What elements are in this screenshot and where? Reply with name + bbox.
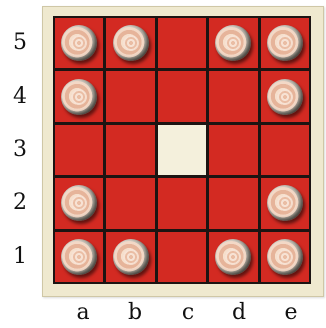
board-square-c1[interactable] xyxy=(158,232,206,282)
board-square-d4[interactable] xyxy=(209,71,257,121)
board-square-a1[interactable] xyxy=(55,232,103,282)
board-square-a4[interactable] xyxy=(55,71,103,121)
board-square-b2[interactable] xyxy=(106,178,154,228)
row-label-2: 2 xyxy=(8,190,32,215)
board-square-c3[interactable] xyxy=(158,125,206,175)
game-piece-a2[interactable] xyxy=(61,185,97,221)
board-square-c4[interactable] xyxy=(158,71,206,121)
row-label-3: 3 xyxy=(8,137,32,162)
board-grid xyxy=(53,16,311,284)
board-square-e3[interactable] xyxy=(261,125,309,175)
game-piece-e2[interactable] xyxy=(267,185,303,221)
board-square-b5[interactable] xyxy=(106,18,154,68)
board-square-c5[interactable] xyxy=(158,18,206,68)
board-square-b4[interactable] xyxy=(106,71,154,121)
game-piece-b5[interactable] xyxy=(113,25,149,61)
board-square-a5[interactable] xyxy=(55,18,103,68)
board-square-e2[interactable] xyxy=(261,178,309,228)
game-piece-e4[interactable] xyxy=(267,79,303,115)
row-label-5: 5 xyxy=(8,30,32,55)
column-label-a: a xyxy=(68,300,98,325)
game-piece-a1[interactable] xyxy=(61,239,97,275)
game-piece-d1[interactable] xyxy=(215,239,251,275)
row-label-1: 1 xyxy=(8,244,32,269)
game-piece-a4[interactable] xyxy=(61,79,97,115)
board-square-e5[interactable] xyxy=(261,18,309,68)
game-piece-a5[interactable] xyxy=(61,25,97,61)
board-square-c2[interactable] xyxy=(158,178,206,228)
board-square-d3[interactable] xyxy=(209,125,257,175)
column-label-d: d xyxy=(224,300,254,325)
column-label-e: e xyxy=(276,300,306,325)
board-square-d5[interactable] xyxy=(209,18,257,68)
board-square-d2[interactable] xyxy=(209,178,257,228)
board-square-e1[interactable] xyxy=(261,232,309,282)
board-square-a2[interactable] xyxy=(55,178,103,228)
board-square-b1[interactable] xyxy=(106,232,154,282)
column-label-c: c xyxy=(173,300,203,325)
game-piece-e5[interactable] xyxy=(267,25,303,61)
row-label-4: 4 xyxy=(8,84,32,109)
column-label-b: b xyxy=(120,300,150,325)
game-piece-d5[interactable] xyxy=(215,25,251,61)
game-piece-b1[interactable] xyxy=(113,239,149,275)
board-square-e4[interactable] xyxy=(261,71,309,121)
board-square-b3[interactable] xyxy=(106,125,154,175)
board-square-a3[interactable] xyxy=(55,125,103,175)
game-piece-e1[interactable] xyxy=(267,239,303,275)
board-square-d1[interactable] xyxy=(209,232,257,282)
